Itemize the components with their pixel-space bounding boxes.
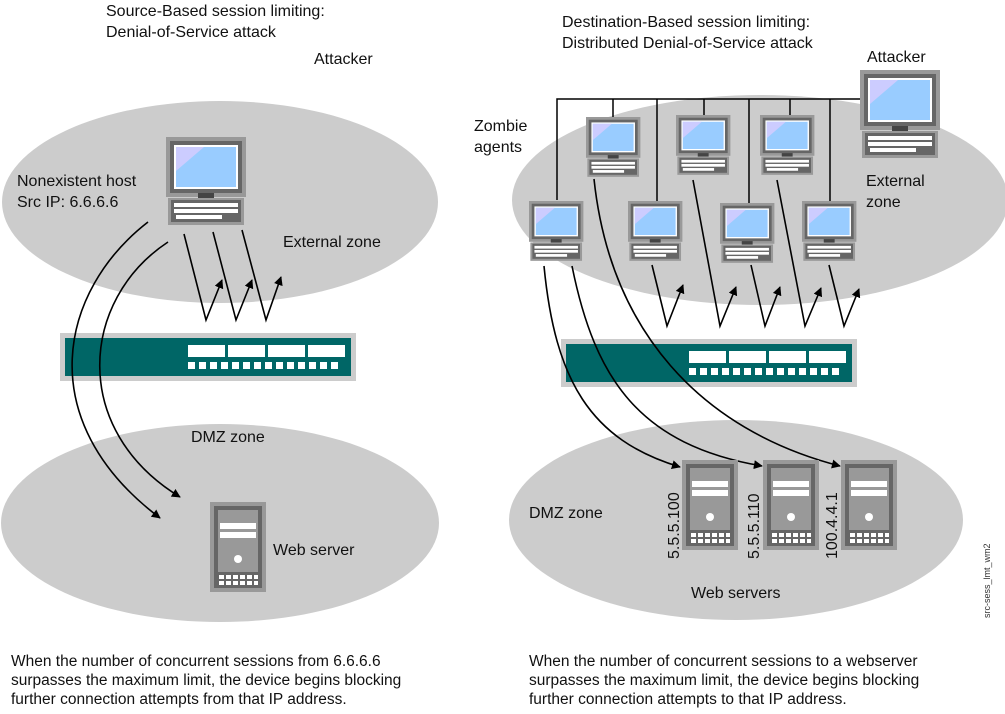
left-attacker-label: Attacker [314, 51, 373, 68]
left-security-device-icon [60, 333, 356, 381]
web-server-2-icon [763, 460, 819, 550]
right-security-device-icon [561, 339, 857, 387]
right-caption-line1: When the number of concurrent sessions t… [529, 653, 918, 670]
right-curved-arrows [543, 178, 841, 470]
right-bounce-arrows [651, 179, 861, 329]
spoofed-host-computer-icon [166, 137, 246, 225]
left-panel: Source-Based session limiting: Denial-of… [1, 3, 688, 622]
zombie-computer-icon [760, 115, 815, 175]
right-external-zone-label-line1: External [866, 173, 925, 190]
left-curved-arrows [71, 221, 181, 519]
zombie-label-line2: agents [474, 139, 522, 156]
nonexistent-host-label: Nonexistent host [17, 173, 137, 190]
server-ip-3: 100.4.4.1 [824, 492, 841, 559]
left-bounce-arrows [183, 229, 283, 323]
zombie-computer-icon [802, 201, 857, 261]
left-caption-line2: surpasses the maximum limit, the device … [11, 672, 402, 689]
zombie-computer-icon [586, 117, 641, 177]
zombie-computer-icon [529, 201, 584, 261]
right-caption: When the number of concurrent sessions t… [529, 652, 919, 709]
web-server-icon [210, 502, 266, 592]
left-external-zone-label: External zone [283, 234, 381, 251]
left-title-line1: Source-Based session limiting: [106, 3, 325, 20]
ddos-attacker-computer-icon [860, 70, 940, 158]
right-caption-line2: surpasses the maximum limit, the device … [529, 672, 920, 689]
zombie-label-line1: Zombie [474, 118, 527, 135]
right-panel: Destination-Based session limiting: Dist… [474, 14, 1005, 620]
zombie-computer-icon [720, 203, 775, 263]
left-dmz-zone-label: DMZ zone [191, 429, 265, 446]
right-title-line1: Destination-Based session limiting: [562, 14, 810, 31]
zombie-computer-icon [628, 201, 683, 261]
src-ip-label: Src IP: 6.6.6.6 [17, 194, 118, 211]
figure-id-label: src-sess_lmt_wm2 [982, 543, 992, 618]
left-title-line2: Denial-of-Service attack [106, 24, 277, 41]
right-caption-line3: further connection attempts to that IP a… [529, 691, 847, 708]
web-server-1-icon [682, 460, 738, 550]
right-title-line2: Distributed Denial-of-Service attack [562, 35, 814, 52]
server-ip-1: 5.5.5.100 [666, 492, 683, 559]
left-caption-line3: further connection attempts from that IP… [11, 691, 347, 708]
zombie-computer-icon [676, 115, 731, 175]
right-external-zone-label-line2: zone [866, 194, 901, 211]
left-caption-line1: When the number of concurrent sessions f… [11, 653, 381, 670]
right-attacker-label: Attacker [867, 49, 926, 66]
web-servers-label: Web servers [691, 585, 781, 602]
web-server-3-icon [841, 460, 897, 550]
control-bus-lines [556, 98, 860, 204]
right-dmz-zone-label: DMZ zone [529, 505, 603, 522]
server-ip-2: 5.5.5.110 [746, 493, 763, 559]
left-caption: When the number of concurrent sessions f… [11, 652, 401, 709]
web-server-label: Web server [273, 542, 355, 559]
